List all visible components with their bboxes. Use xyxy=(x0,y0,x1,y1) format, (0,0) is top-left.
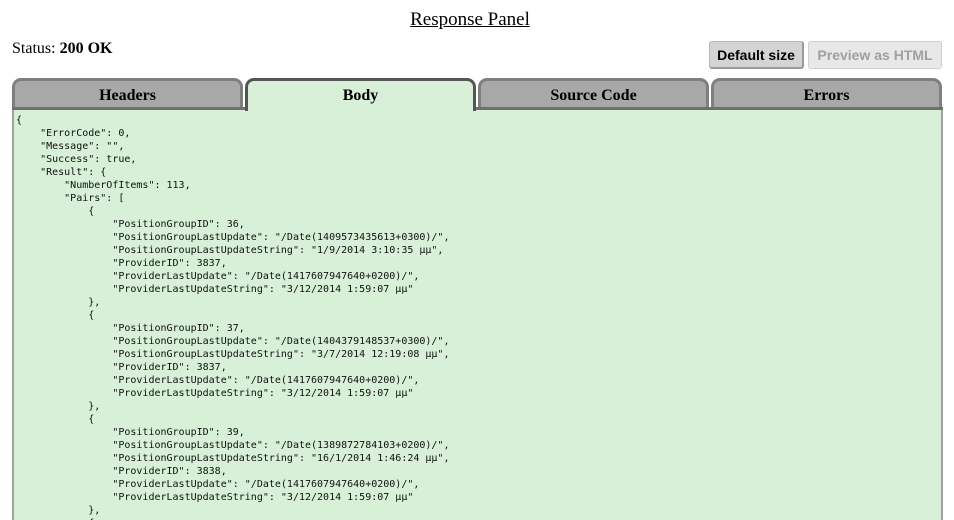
status-label: Status: xyxy=(12,40,56,57)
tab-errors[interactable]: Errors xyxy=(711,78,942,108)
body-content-panel[interactable]: { "ErrorCode": 0, "Message": "", "Succes… xyxy=(12,110,943,520)
tab-headers[interactable]: Headers xyxy=(12,78,243,108)
panel-title: Response Panel xyxy=(410,9,530,30)
response-tabs: Headers Body Source Code Errors xyxy=(12,78,943,111)
response-body-text: { "ErrorCode": 0, "Message": "", "Succes… xyxy=(16,115,450,520)
default-size-button[interactable]: Default size xyxy=(709,41,804,69)
tab-divider xyxy=(12,107,943,110)
status-line: Status: 200 OK xyxy=(12,40,112,58)
tab-source-code[interactable]: Source Code xyxy=(478,78,709,108)
preview-as-html-button[interactable]: Preview as HTML xyxy=(808,41,942,69)
status-value: 200 OK xyxy=(59,40,113,57)
tab-body[interactable]: Body xyxy=(245,78,476,111)
